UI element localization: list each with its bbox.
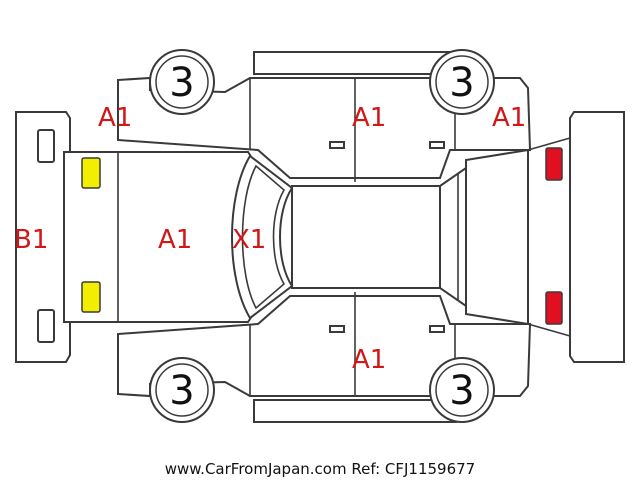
wheel-front-right-count: 3 <box>169 368 194 414</box>
rear-left-lamp <box>545 147 563 181</box>
wheel-front-left-count: 3 <box>169 60 194 106</box>
wheel-rear-left: 3 <box>429 49 495 115</box>
damage-code-windshield: X1 <box>232 225 266 255</box>
front-right-lamp <box>81 281 101 313</box>
front-bumper <box>15 111 71 363</box>
damage-code-front-left-fender: A1 <box>98 103 132 133</box>
wheel-front-left: 3 <box>149 49 215 115</box>
damage-code-hood: A1 <box>158 225 192 255</box>
damage-code-right-doors: A1 <box>352 345 386 375</box>
damage-code-rear-left-quarter: A1 <box>492 103 526 133</box>
damage-code-left-doors: A1 <box>352 103 386 133</box>
wheel-rear-right-count: 3 <box>449 368 474 414</box>
windshield <box>231 154 294 320</box>
front-left-lamp <box>81 157 101 189</box>
damage-code-front-bumper: B1 <box>14 225 48 255</box>
wheel-rear-left-count: 3 <box>449 60 474 106</box>
left-side-sill <box>253 51 457 75</box>
right-side-sill <box>253 399 457 423</box>
watermark: www.CarFromJapan.com Ref: CFJ1159677 <box>165 460 475 478</box>
rear-right-lamp <box>545 291 563 325</box>
rear-window <box>439 166 467 308</box>
roof <box>291 185 441 289</box>
wheel-rear-right: 3 <box>429 357 495 423</box>
rear-bumper <box>569 111 625 363</box>
wheel-front-right: 3 <box>149 357 215 423</box>
trunk <box>465 137 571 337</box>
